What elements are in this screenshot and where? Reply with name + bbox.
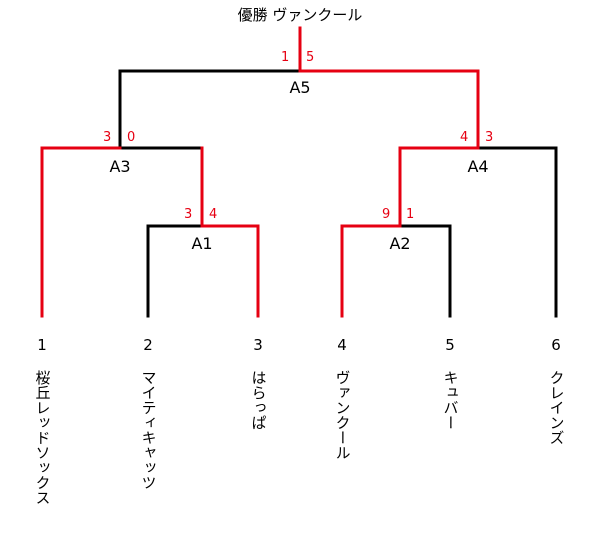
score-a3-left: 3 (103, 130, 112, 145)
seed-3: 3 (253, 336, 263, 354)
match-a5: A5 (289, 78, 311, 97)
team-name-2: マイティキャッツ (139, 370, 158, 490)
team-name-4: ヴァンクール (333, 370, 352, 460)
team-name-6: クレインズ (547, 370, 566, 445)
score-a5-left: 1 (281, 50, 290, 65)
line-a3-a5 (118, 69, 302, 150)
champion-prefix: 優勝 (237, 6, 268, 24)
seed-4: 4 (337, 336, 347, 354)
match-a3: A3 (109, 157, 131, 176)
line-team5-a2 (398, 224, 452, 318)
score-a5-right: 5 (306, 50, 315, 65)
champion-name: ヴァンクール (272, 6, 363, 24)
seed-5: 5 (445, 336, 455, 354)
team-name-5: キュバー (441, 370, 460, 430)
line-team4-a2 (340, 224, 402, 318)
match-a1: A1 (191, 234, 213, 253)
line-team2-a1 (146, 224, 204, 318)
score-a1-right: 4 (209, 207, 218, 222)
score-a2-left: 9 (382, 207, 391, 222)
champion-label: 優勝 ヴァンクール (238, 4, 363, 25)
team-name-3: はらっぱ (249, 370, 268, 430)
team-name-1: 桜丘レッドソックス (33, 370, 52, 505)
seed-2: 2 (143, 336, 153, 354)
seed-6: 6 (551, 336, 561, 354)
line-team3-a1 (200, 224, 260, 318)
seed-1: 1 (37, 336, 47, 354)
line-a2-a4 (398, 146, 480, 228)
line-team6-a4 (476, 146, 558, 318)
line-a4-a5 (298, 69, 480, 150)
match-a2: A2 (389, 234, 411, 253)
score-a1-left: 3 (184, 207, 193, 222)
match-a4: A4 (467, 157, 489, 176)
score-a4-left: 4 (460, 130, 469, 145)
score-a4-right: 3 (485, 130, 494, 145)
score-a3-right: 0 (127, 130, 136, 145)
line-team1-a3 (40, 146, 122, 318)
line-a1-a3-top (118, 146, 204, 152)
score-a2-right: 1 (406, 207, 415, 222)
